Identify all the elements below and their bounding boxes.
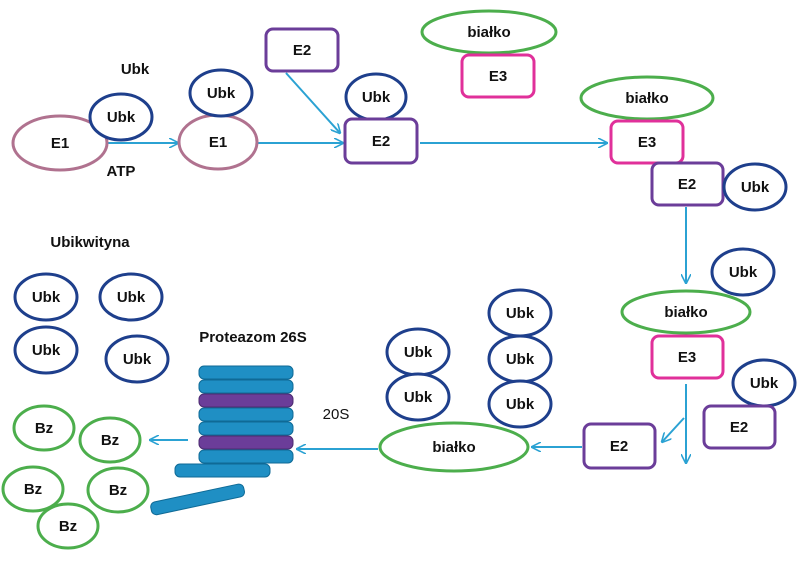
svg-text:Ubk: Ubk	[32, 342, 61, 359]
svg-text:Ubk: Ubk	[404, 389, 433, 406]
svg-text:E2: E2	[293, 42, 311, 59]
svg-text:E2: E2	[372, 133, 390, 150]
proteasome-ring	[198, 407, 294, 422]
e1-label: E1	[51, 135, 69, 152]
svg-text:białko: białko	[664, 304, 707, 321]
e2-node: E2	[582, 422, 657, 470]
proteasome-ring	[198, 449, 294, 464]
proteasome-26s	[150, 365, 294, 516]
ubk-node: Ubk	[13, 325, 79, 375]
bz-node: Bz	[12, 404, 76, 452]
svg-text:białko: białko	[432, 439, 475, 456]
e2-node: E2	[343, 117, 419, 165]
ubk-node: Ubk	[13, 272, 79, 322]
ubk-node: Ubk	[487, 334, 553, 384]
svg-text:E2: E2	[678, 176, 696, 193]
proteasome-ring	[198, 435, 294, 450]
svg-text:E3: E3	[678, 349, 696, 366]
ubikwityna-title: Ubikwityna	[50, 234, 130, 251]
proteasome-ring	[198, 379, 294, 394]
ubk-node: Ubk	[104, 334, 170, 384]
e3-node: E3	[609, 119, 685, 165]
bz-node: Bz	[1, 465, 65, 513]
svg-text:E2: E2	[730, 419, 748, 436]
svg-text:Bz: Bz	[35, 420, 53, 437]
proteasome-ring	[198, 393, 294, 408]
proteasome-ring	[198, 421, 294, 436]
bz-node: Bz	[36, 502, 100, 550]
svg-text:Bz: Bz	[109, 482, 127, 499]
svg-text:Ubk: Ubk	[362, 89, 391, 106]
ubk-node: Ubk	[722, 162, 788, 212]
svg-text:Ubk: Ubk	[32, 289, 61, 306]
svg-text:E2: E2	[610, 438, 628, 455]
ubk-node: Ubk	[487, 288, 553, 338]
ubk-node: Ubk	[88, 92, 154, 142]
e1-node-2: E1	[177, 113, 259, 171]
ubk-node: Ubk	[385, 327, 451, 377]
ubk-node: Ubk	[344, 72, 408, 122]
e3-node: E3	[460, 53, 536, 99]
core-20s-label: 20S	[323, 406, 350, 423]
svg-text:Ubk: Ubk	[207, 85, 236, 102]
bialko-node: białko	[579, 75, 715, 121]
e2-node: E2	[650, 161, 725, 207]
arrows	[108, 72, 686, 463]
ubk-node: Ubk	[731, 358, 797, 408]
ubk-node: Ubk	[98, 272, 164, 322]
ubk-node: Ubk	[385, 372, 451, 422]
ubk-node: Ubk	[710, 247, 776, 297]
svg-text:Ubk: Ubk	[750, 375, 779, 392]
bz-node: Bz	[78, 416, 142, 464]
bz-node: Bz	[86, 466, 150, 514]
proteasome-cap	[150, 483, 245, 516]
ubk-node: Ubk	[487, 379, 553, 429]
e2-node-free: E2	[264, 27, 340, 73]
svg-text:Ubk: Ubk	[117, 289, 146, 306]
svg-text:Ubk: Ubk	[107, 109, 136, 126]
e3-node: E3	[650, 334, 725, 380]
e1-node-1: E1	[11, 114, 109, 172]
bialko-node: białko	[378, 421, 530, 473]
svg-text:Ubk: Ubk	[741, 179, 770, 196]
bialko-node: białko	[420, 9, 558, 55]
ubk-text: Ubk	[121, 61, 150, 78]
ubk-node: Ubk	[188, 68, 254, 118]
e2-node: E2	[702, 404, 777, 450]
proteasome-ring	[198, 365, 294, 380]
svg-text:E3: E3	[638, 134, 656, 151]
svg-text:białko: białko	[467, 24, 510, 41]
svg-text:Ubk: Ubk	[123, 351, 152, 368]
svg-text:Ubk: Ubk	[506, 351, 535, 368]
e1-label: E1	[209, 134, 227, 151]
svg-text:Bz: Bz	[101, 432, 119, 449]
svg-text:Ubk: Ubk	[729, 264, 758, 281]
proteasome-title: Proteazom 26S	[199, 329, 307, 346]
arrow-free-e2-to-e2	[285, 72, 340, 133]
svg-text:Ubk: Ubk	[506, 305, 535, 322]
bialko-node: białko	[620, 289, 752, 335]
svg-text:Ubk: Ubk	[506, 396, 535, 413]
svg-text:Bz: Bz	[59, 518, 77, 535]
proteasome-cap	[174, 463, 271, 478]
atp-text: ATP	[107, 163, 136, 180]
arrow-e3-to-e2	[662, 417, 685, 442]
svg-text:Ubk: Ubk	[404, 344, 433, 361]
svg-text:Bz: Bz	[24, 481, 42, 498]
svg-text:E3: E3	[489, 68, 507, 85]
svg-text:białko: białko	[625, 90, 668, 107]
